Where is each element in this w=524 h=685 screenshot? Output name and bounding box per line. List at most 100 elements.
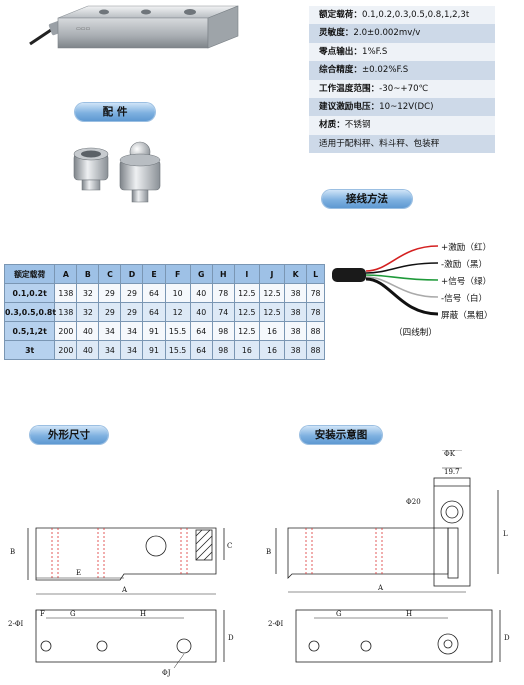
spec-value: 2.0±0.002mv/v [353, 28, 421, 39]
spec-value: -30~+70℃ [379, 83, 429, 94]
table-cell: 38 [284, 283, 308, 303]
table-header-cell: C [98, 264, 122, 284]
outline-label-holes: 2-ΦI [8, 620, 24, 628]
table-header-cell: E [142, 264, 166, 284]
install-label-b: B [266, 548, 271, 556]
table-cell: 12.5 [258, 302, 286, 322]
heading-outline: 外形尺寸 [30, 426, 108, 444]
spec-row: 材质：不锈钢 [309, 116, 495, 135]
table-header-cell: J [258, 264, 286, 284]
outline-label-b: B [10, 548, 15, 556]
table-header-cell: A [54, 264, 78, 284]
table-cell: 64 [189, 340, 213, 360]
spec-key: 综合精度： [319, 65, 362, 76]
spec-row: 额定载荷：0.1,0.2,0.3,0.5,0.8,1,2,3t [309, 6, 495, 25]
table-cell: 78 [211, 283, 235, 303]
table-cell: 38 [284, 321, 308, 341]
wire-label: 屏蔽（黑粗） [441, 311, 493, 321]
wire-line [365, 276, 439, 298]
install-drawing: ΦK 19.7 Φ20 L B A 2-ΦI G H D [266, 450, 510, 663]
table-cell: 32 [76, 283, 100, 303]
outline-label-f: F [40, 610, 45, 618]
table-cell: 12 [164, 302, 191, 322]
outline-label-c: C [227, 542, 232, 550]
spec-key: 工作温度范围： [319, 83, 380, 94]
table-cell: 64 [142, 302, 166, 322]
spec-key: 额定载荷： [319, 10, 362, 20]
table-cell: 12.5 [233, 302, 260, 322]
table-cell: 34 [120, 321, 144, 341]
table-row-label: 0.3,0.5,0.8t [3, 302, 56, 322]
spec-row: 综合精度：±0.02%F.S [309, 61, 495, 80]
load-cell-photo: ▭▭▭ [29, 5, 239, 49]
install-label-l: L [503, 530, 508, 538]
heading-accessories: 配 件 [75, 103, 155, 121]
wire-line [365, 274, 439, 281]
table-cell: 38 [284, 340, 308, 360]
wire-line [365, 245, 439, 272]
table-cell: 98 [211, 340, 235, 360]
wire-line [365, 262, 439, 274]
table-cell: 200 [54, 321, 78, 341]
table-header-cell: B [76, 264, 100, 284]
table-cell: 91 [142, 340, 166, 360]
spec-value: 适用于配料秤、料斗秤、包装秤 [319, 138, 440, 149]
table-cell: 40 [189, 302, 213, 322]
wire-line [365, 277, 439, 316]
wire-label: -信号（白） [441, 294, 488, 304]
svg-text:▭▭▭: ▭▭▭ [76, 26, 90, 32]
heading-install: 安装示意图 [300, 426, 382, 444]
outline-drawing: B C E A 2-ΦI F G H D ΦJ [8, 527, 234, 677]
table-cell: 40 [76, 321, 100, 341]
wire-label: +信号（绿） [441, 277, 492, 287]
table-header-cell: L [306, 264, 325, 284]
spec-value: 0.1,0.2,0.3,0.5,0.8,1,2,3t [361, 10, 470, 20]
table-cell: 12.5 [258, 283, 286, 303]
outline-label-e: E [76, 569, 81, 577]
spec-row: 适用于配料秤、料斗秤、包装秤 [309, 134, 495, 154]
table-cell: 16 [233, 340, 260, 360]
table-header-cell: D [120, 264, 144, 284]
table-row-label: 3t [3, 340, 56, 360]
spec-row: 工作温度范围：-30~+70℃ [309, 79, 495, 98]
install-label-19-7: 19.7 [444, 468, 460, 476]
table-header-cell: G [189, 264, 213, 284]
table-cell: 138 [54, 283, 78, 303]
table-row-label: 0.5,1,2t [3, 321, 56, 341]
spec-key: 灵敏度： [319, 28, 354, 39]
table-header-cell: F [164, 264, 191, 284]
install-label-holes: 2-ΦI [268, 620, 284, 628]
table-cell: 78 [306, 302, 325, 322]
table-cell: 34 [98, 321, 122, 341]
table-cell: 91 [142, 321, 166, 341]
table-cell: 12.5 [233, 321, 260, 341]
install-label-phi-k: ΦK [444, 450, 456, 458]
install-label-h: H [406, 610, 412, 618]
table-cell: 64 [189, 321, 213, 341]
table-cell: 38 [284, 302, 308, 322]
table-cell: 15.5 [164, 321, 191, 341]
spec-value: 1%F.S [361, 46, 388, 57]
table-header-cell: 额定载荷 [3, 264, 56, 284]
table-cell: 40 [189, 283, 213, 303]
table-cell: 74 [211, 302, 235, 322]
table-cell: 32 [76, 302, 100, 322]
table-cell: 29 [98, 283, 122, 303]
spec-value: 不锈钢 [344, 120, 371, 131]
table-cell: 12.5 [233, 283, 260, 303]
spec-row: 灵敏度：2.0±0.002mv/v [309, 24, 495, 43]
table-cell: 64 [142, 283, 166, 303]
table-cell: 34 [98, 340, 122, 360]
table-cell: 200 [54, 340, 78, 360]
table-cell: 29 [120, 283, 144, 303]
table-cell: 16 [258, 340, 286, 360]
table-header-cell: K [284, 264, 308, 284]
table-row-label: 0.1,0.2t [3, 283, 56, 303]
wiring-diagram [332, 245, 439, 316]
